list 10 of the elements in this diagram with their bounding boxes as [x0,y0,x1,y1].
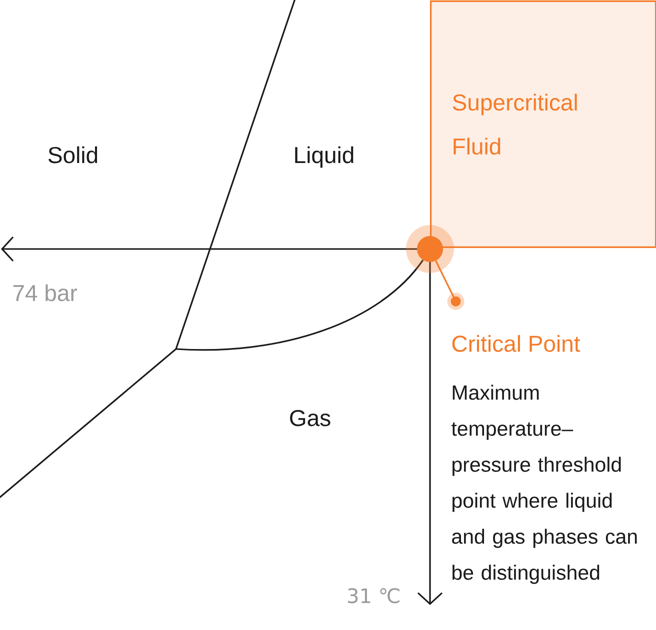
region-box: Supercritical Fluid [430,0,656,248]
region-label: Solid [48,146,98,164]
critical-point-dot [406,225,454,273]
axis-value: 74 bar [13,284,77,302]
axis-value: 31 ℃ [348,588,400,604]
region-label: Liquid [295,146,354,168]
leader-line [435,260,464,310]
callout-title: Critical Point [452,335,580,352]
description-text: Maximum temperature– pressure threshold point where liquid and gas phases can be distinguished [452,384,637,584]
region-label: Gas [290,410,330,426]
